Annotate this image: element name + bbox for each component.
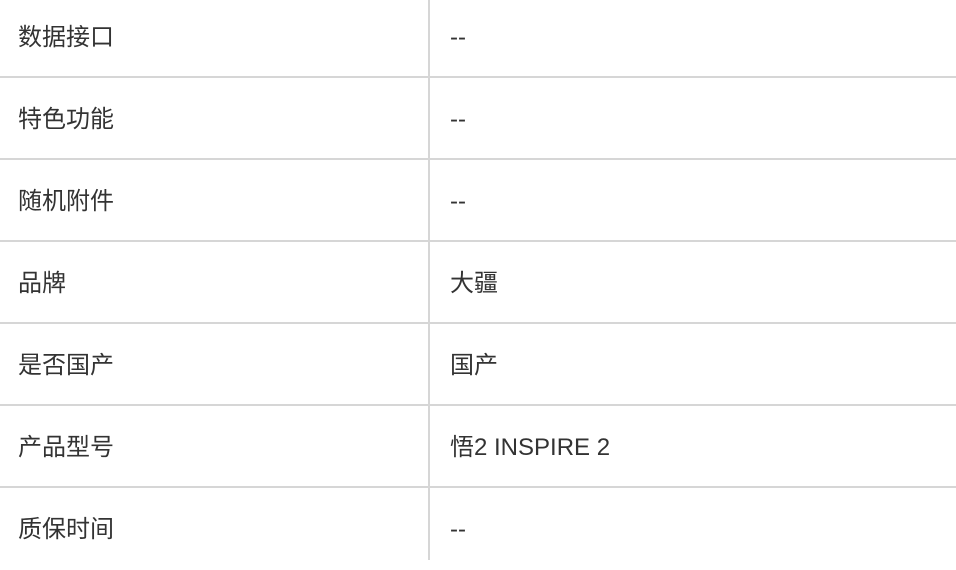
spec-label: 产品型号 <box>18 434 114 461</box>
spec-row-data-interface: 数据接口 -- <box>0 0 956 78</box>
spec-row-features: 特色功能 -- <box>0 80 956 160</box>
spec-label: 品牌 <box>18 270 66 297</box>
spec-value: -- <box>450 188 466 215</box>
spec-label: 随机附件 <box>18 188 114 215</box>
spec-row-brand: 品牌 大疆 <box>0 244 956 324</box>
spec-label: 特色功能 <box>18 106 114 133</box>
spec-label: 质保时间 <box>18 516 114 543</box>
spec-value: -- <box>450 516 466 543</box>
spec-value: -- <box>450 106 466 133</box>
column-divider <box>428 0 430 560</box>
spec-row-model: 产品型号 悟2 INSPIRE 2 <box>0 408 956 488</box>
spec-label: 数据接口 <box>18 24 114 51</box>
spec-value: 大疆 <box>450 270 498 297</box>
spec-value: 悟2 INSPIRE 2 <box>450 434 611 461</box>
spec-value: -- <box>450 24 466 51</box>
spec-row-domestic: 是否国产 国产 <box>0 326 956 406</box>
spec-row-accessories: 随机附件 -- <box>0 162 956 242</box>
spec-row-warranty: 质保时间 -- <box>0 490 956 570</box>
spec-value: 国产 <box>450 352 498 379</box>
spec-label: 是否国产 <box>18 352 114 379</box>
